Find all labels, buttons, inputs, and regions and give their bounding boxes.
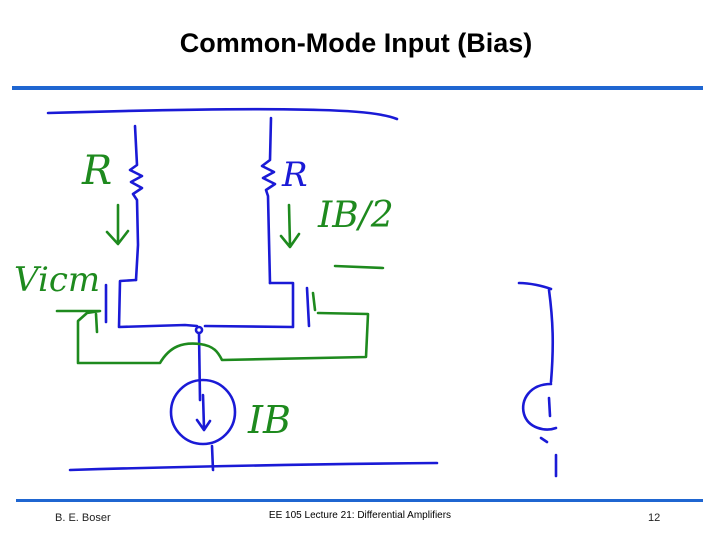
right-resistor xyxy=(260,116,277,285)
supply-rail xyxy=(46,107,399,121)
footer-divider xyxy=(16,499,703,502)
right-transistor xyxy=(203,281,295,329)
right-gate-plate xyxy=(305,286,311,328)
right-side-wire xyxy=(547,288,555,384)
label-vicm: Vicm xyxy=(14,260,101,300)
page-number: 12 xyxy=(648,512,661,524)
right-current-arrow xyxy=(279,203,301,249)
current-source-arrow xyxy=(195,393,212,432)
left-current-arrow xyxy=(105,203,130,246)
left-transistor xyxy=(117,278,199,329)
slide-title: Common-Mode Input (Bias) xyxy=(179,28,533,58)
right-side-rail xyxy=(517,281,553,291)
vicm-gate-tick xyxy=(94,312,99,334)
ground-rail xyxy=(68,461,439,472)
label-tail-current: IB xyxy=(248,398,291,442)
fraction-bar xyxy=(333,264,385,270)
left-resistor xyxy=(128,124,144,282)
right-side-tick xyxy=(539,436,549,444)
current-source-circle xyxy=(169,378,237,446)
label-resistor-right: R xyxy=(282,155,308,195)
vicm-wire-left xyxy=(55,309,370,365)
label-resistor-left: R xyxy=(82,148,113,194)
footer-author: B. E. Boser xyxy=(55,512,111,524)
label-branch-current: IB/2 xyxy=(318,195,394,236)
right-side-arrow xyxy=(547,396,552,418)
right-gate-tick xyxy=(311,291,317,312)
footer-lecture-title: EE 105 Lecture 21: Differential Amplifie… xyxy=(268,510,452,521)
current-source-ground-wire xyxy=(210,444,215,472)
title-divider xyxy=(12,86,703,90)
right-side-source xyxy=(521,382,558,431)
